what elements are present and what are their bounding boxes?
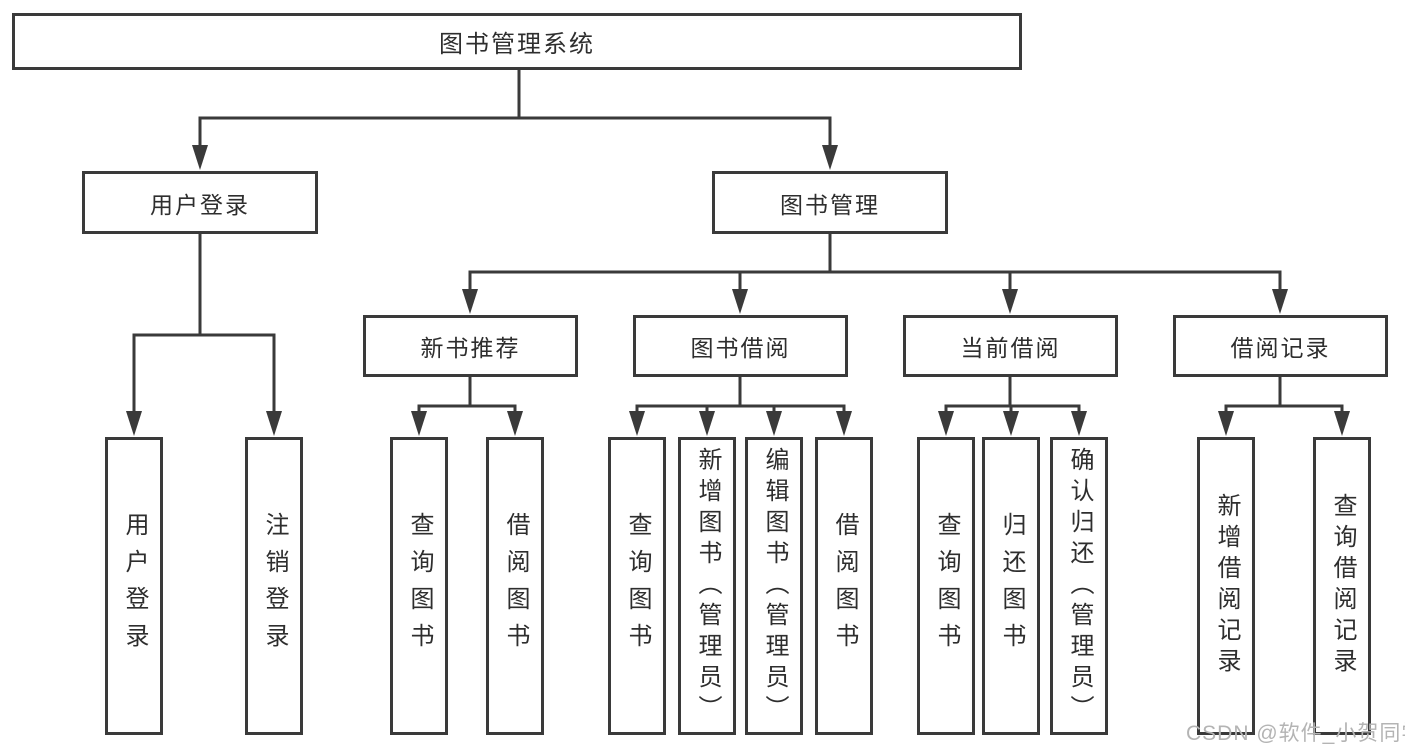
node-borrow-records: 借阅记录 (1173, 315, 1388, 377)
csdn-watermark: CSDN @软件_小贺同学 (1186, 722, 1405, 745)
node-label: 查询借阅记录 (1329, 493, 1356, 679)
node-label: 编辑图书（管理员） (761, 446, 788, 726)
leaf-borrow-books-recommend: 借阅图书 (486, 437, 544, 735)
node-root: 图书管理系统 (12, 13, 1022, 70)
connector-borrow-records-to-leaves (1218, 375, 1350, 436)
node-label: 用户登录 (121, 512, 148, 660)
node-label: 注销登录 (261, 512, 288, 660)
leaf-add-borrow-record: 新增借阅记录 (1197, 437, 1255, 735)
node-label: 借阅图书 (831, 512, 858, 660)
node-book-management: 图书管理 (712, 171, 948, 234)
leaf-logout: 注销登录 (245, 437, 303, 735)
leaf-edit-book-admin: 编辑图书（管理员） (745, 437, 803, 735)
node-book-borrow: 图书借阅 (633, 315, 848, 377)
connector-book-borrow-to-leaves (629, 375, 852, 436)
node-label: 新书推荐 (420, 335, 521, 361)
leaf-confirm-return-admin: 确认归还（管理员） (1050, 437, 1108, 735)
leaf-user-login: 用户登录 (105, 437, 163, 735)
node-label: 确认归还（管理员） (1066, 446, 1093, 726)
node-new-book-recommend: 新书推荐 (363, 315, 578, 377)
connector-root-to-level2 (192, 68, 838, 170)
connector-user-login-to-leaves (126, 232, 282, 436)
leaf-return-books: 归还图书 (982, 437, 1040, 735)
node-label: 查询图书 (624, 512, 651, 660)
connector-new-book-recommend-to-leaves (411, 375, 523, 436)
node-label: 新增图书（管理员） (694, 446, 721, 726)
leaf-query-books-current: 查询图书 (917, 437, 975, 735)
connector-current-borrow-to-leaves (938, 375, 1087, 436)
node-label: 用户登录 (150, 191, 250, 218)
leaf-query-books-recommend: 查询图书 (390, 437, 448, 735)
leaf-borrow-books: 借阅图书 (815, 437, 873, 735)
leaf-query-books-borrow: 查询图书 (608, 437, 666, 735)
node-current-borrow: 当前借阅 (903, 315, 1118, 377)
node-label: 借阅记录 (1230, 335, 1331, 361)
node-label: 归还图书 (998, 512, 1025, 660)
node-label: 查询图书 (933, 512, 960, 660)
connector-book-management-to-level3 (462, 232, 1288, 314)
leaf-query-borrow-record: 查询借阅记录 (1313, 437, 1371, 735)
node-label: 图书管理 (780, 191, 880, 218)
node-user-login: 用户登录 (82, 171, 318, 234)
node-label: 图书管理系统 (439, 31, 595, 58)
node-label: 查询图书 (406, 512, 433, 660)
node-label: 图书借阅 (690, 335, 791, 361)
node-label: 借阅图书 (502, 512, 529, 660)
node-label: 新增借阅记录 (1213, 493, 1240, 679)
leaf-add-book-admin: 新增图书（管理员） (678, 437, 736, 735)
node-label: 当前借阅 (960, 335, 1061, 361)
